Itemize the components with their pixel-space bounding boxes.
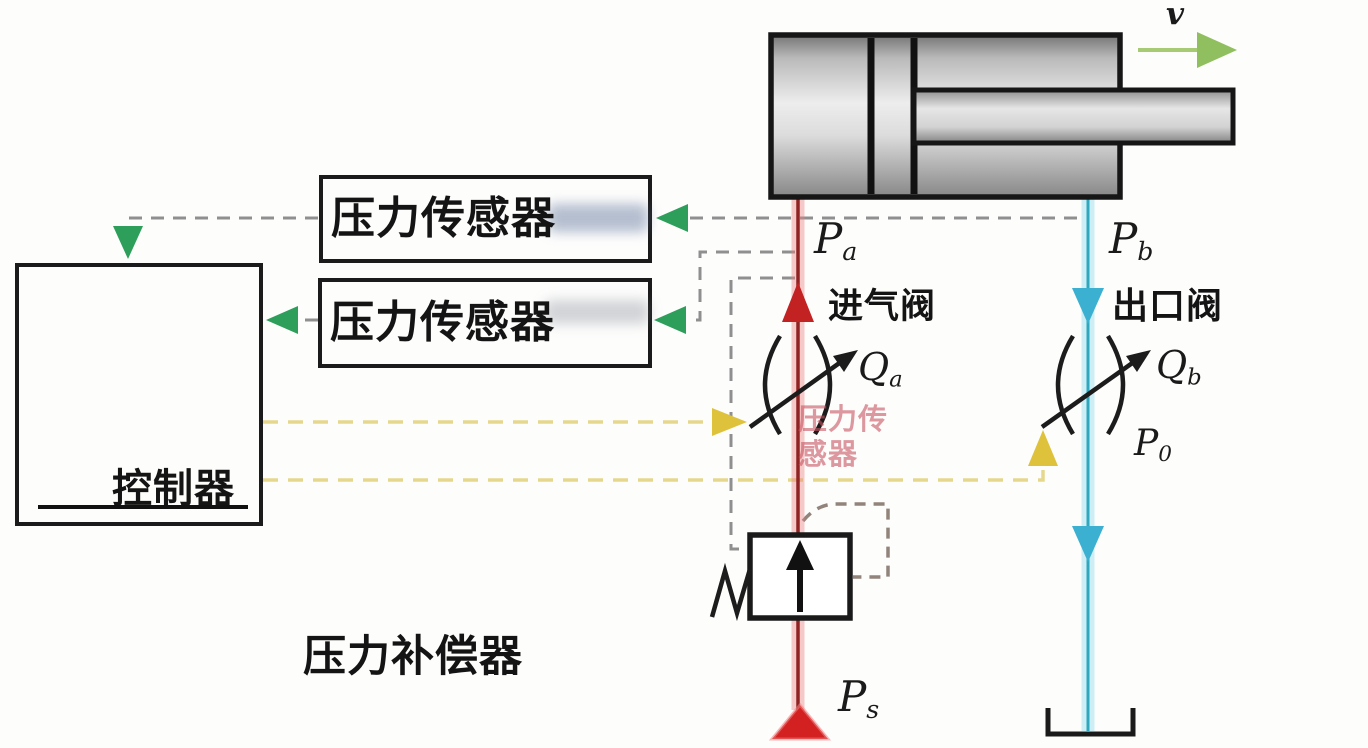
- controller-label: 控制器: [112, 466, 235, 512]
- arrow-into-sensor2: [654, 306, 686, 334]
- pa-sensor-line: [688, 250, 795, 322]
- arrow-to-outlet-valve: [1028, 430, 1058, 466]
- velocity-arrowhead: [1197, 32, 1237, 68]
- p0-sub: 0: [1158, 442, 1172, 468]
- pa-main: P: [814, 214, 843, 263]
- sensor-box-bottom-label: 压力传感器: [330, 297, 555, 348]
- arrow-into-controller-top: [113, 226, 143, 259]
- outlet-valve-arrowhead: [1126, 350, 1151, 372]
- controller-label-underline: [38, 505, 248, 509]
- label-qa: Qa: [858, 345, 903, 392]
- inline-pressure-sensor-label: 压力传 感器: [798, 402, 888, 472]
- tank-symbol: [1045, 708, 1136, 737]
- pressure-source-symbol: [768, 702, 832, 741]
- intake-valve-adjust-arrow: [748, 357, 847, 429]
- controller-box: [15, 263, 263, 526]
- inline-pressure-sensor-line1: 压力传: [798, 402, 889, 436]
- label-qb: Qb: [1156, 343, 1202, 390]
- qb-main: Q: [1156, 343, 1188, 387]
- compensator-right-pilot-line: [801, 502, 890, 579]
- sensor-signal-lines: [126, 216, 1085, 551]
- ps-main: P: [838, 672, 867, 721]
- pa-sub: a: [842, 237, 858, 267]
- compensator-flow-arrowhead: [786, 540, 814, 570]
- return-flow-arrow-1: [1072, 288, 1104, 324]
- piston-rod: [911, 87, 1236, 146]
- intake-valve-right-arc: [813, 334, 833, 436]
- sensor2-blur-artifact: [545, 300, 649, 324]
- compensator-left-pilot-line: [729, 276, 795, 551]
- return-line-pb: [1045, 196, 1136, 737]
- cylinder-assembly: [768, 32, 1237, 200]
- ps-sub: s: [866, 695, 880, 725]
- sensor-box-bottom: [318, 278, 652, 368]
- supply-flow-arrow-up: [782, 282, 814, 322]
- pb-main: P: [1109, 214, 1138, 263]
- label-pb: Pb: [1109, 214, 1153, 266]
- intake-valve-symbol: [748, 334, 847, 436]
- compensator-spring-icon: [709, 562, 753, 622]
- label-velocity: v: [1166, 0, 1185, 32]
- signal-arrowheads: [113, 204, 688, 334]
- label-p0: P0: [1134, 423, 1172, 467]
- outlet-valve-right-arc: [1106, 334, 1126, 436]
- pb-sub: b: [1137, 237, 1154, 267]
- outlet-valve-adjust-arrow: [1040, 357, 1140, 429]
- outlet-valve-left-arc: [1055, 334, 1075, 436]
- label-pa: Pa: [814, 214, 857, 266]
- intake-valve-left-arc: [762, 334, 782, 436]
- command-line-outlet: [263, 466, 1045, 482]
- pressure-compensator-symbol: [709, 532, 853, 622]
- sensor-box-top: [319, 175, 652, 263]
- arrow-into-sensor1: [656, 204, 688, 232]
- command-lines: [263, 420, 1045, 482]
- intake-valve-label: 进气阀: [828, 287, 937, 327]
- arrow-to-intake-valve: [712, 408, 747, 436]
- label-ps: Ps: [838, 672, 879, 724]
- command-arrowheads: [712, 408, 1058, 466]
- compensator-caption: 压力补偿器: [303, 632, 523, 682]
- return-flow-arrow-2: [1072, 526, 1104, 562]
- supply-line-pa: [768, 196, 832, 741]
- qa-main: Q: [858, 345, 890, 389]
- sensor1-blur-artifact: [548, 204, 648, 232]
- inline-pressure-sensor-line2: 感器: [798, 437, 859, 471]
- sensor1-to-controller-line: [126, 216, 318, 226]
- arrow-into-controller-right: [266, 306, 298, 334]
- qa-sub: a: [889, 366, 903, 393]
- p0-main: P: [1134, 423, 1159, 464]
- intake-valve-arrowhead: [833, 350, 858, 372]
- sensor-box-top-label: 压力传感器: [331, 193, 556, 244]
- outlet-valve-label: 出口阀: [1112, 286, 1224, 327]
- outlet-valve-symbol: [1040, 334, 1140, 436]
- qb-sub: b: [1187, 364, 1202, 391]
